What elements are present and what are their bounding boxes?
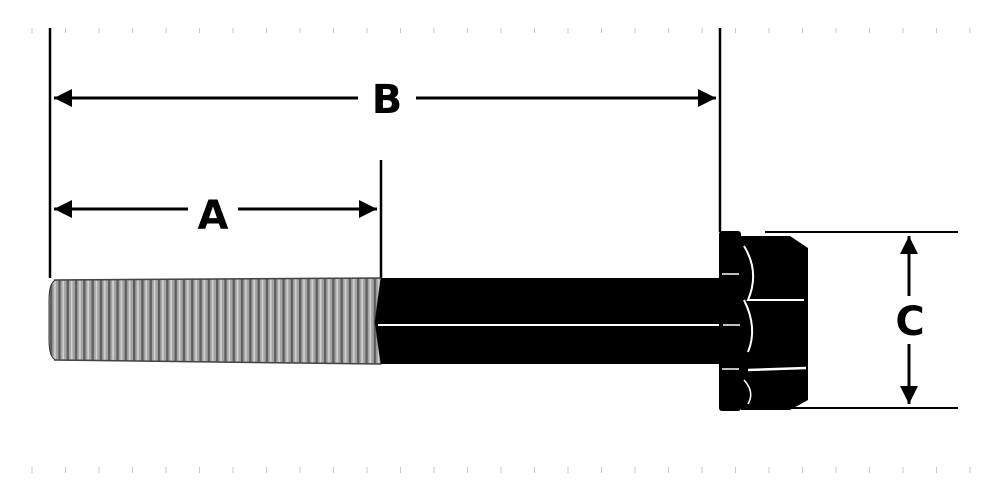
- dimension-a: A: [54, 193, 377, 239]
- dimension-c: C: [895, 236, 925, 404]
- dimension-b-label: B: [372, 77, 403, 123]
- bolt-thread-top-edge: [53, 277, 382, 281]
- bolt-shank: [375, 278, 722, 364]
- bolt-hex-facet-bottom: [747, 366, 807, 372]
- bolt-hex-head: [741, 236, 808, 410]
- bolt-hex-facet-bottom-curve: [743, 379, 752, 405]
- bolt: [48, 231, 808, 411]
- border-ticks: [31, 28, 971, 473]
- bolt-flange: [719, 231, 741, 411]
- bolt-thread-bottom-edge: [53, 359, 382, 365]
- dimension-c-label: C: [895, 299, 924, 345]
- dimension-b: B: [54, 77, 716, 123]
- bolt-thread: [48, 277, 382, 365]
- dimension-a-label: A: [198, 193, 229, 239]
- bolt-hex-facet-mid: [743, 299, 754, 353]
- bolt-hex-facet-top: [743, 245, 804, 301]
